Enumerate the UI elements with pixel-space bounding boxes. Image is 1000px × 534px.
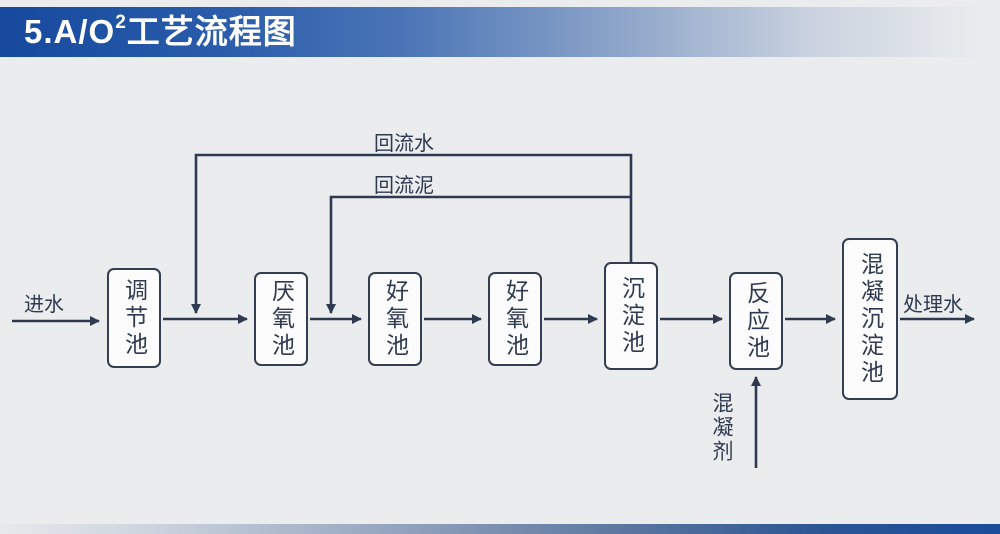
return-sludge-line <box>326 195 631 314</box>
process-box-aerobic-tank-1: 好氧池 <box>368 272 422 366</box>
process-box-label: 好氧池 <box>502 278 529 360</box>
process-box-label: 厌氧池 <box>268 278 295 360</box>
inlet-label: 进水 <box>24 294 64 316</box>
process-box-regulating-tank: 调节池 <box>107 268 161 368</box>
process-box-reaction-tank: 反应池 <box>729 272 783 370</box>
return-water-line <box>191 153 633 314</box>
return-sludge-label: 回流泥 <box>374 175 434 197</box>
process-box-aerobic-tank-2: 好氧池 <box>488 272 542 366</box>
title-banner: 5.A/O 2 工艺流程图 <box>0 7 1000 57</box>
coagulant-label: 混凝剂 <box>710 392 733 464</box>
title-superscript: 2 <box>115 11 127 33</box>
process-box-label: 沉淀池 <box>618 275 645 357</box>
process-box-label: 调节池 <box>121 277 148 359</box>
page-title: 5.A/O 2 工艺流程图 <box>24 11 297 50</box>
process-box-anaerobic-tank: 厌氧池 <box>254 272 308 366</box>
title-suffix: 工艺流程图 <box>126 12 297 50</box>
process-box-label: 反应池 <box>743 280 770 362</box>
process-box-label: 混凝沉淀池 <box>857 251 884 387</box>
return-water-label: 回流水 <box>374 133 434 155</box>
footer-bar <box>0 524 1000 534</box>
process-box-sedimentation-tank: 沉淀池 <box>604 262 658 370</box>
outlet-label: 处理水 <box>903 294 963 316</box>
title-prefix: 5.A/O <box>24 12 116 50</box>
process-box-coagulation-sedimentation-tank: 混凝沉淀池 <box>842 238 898 400</box>
process-box-label: 好氧池 <box>382 278 409 360</box>
